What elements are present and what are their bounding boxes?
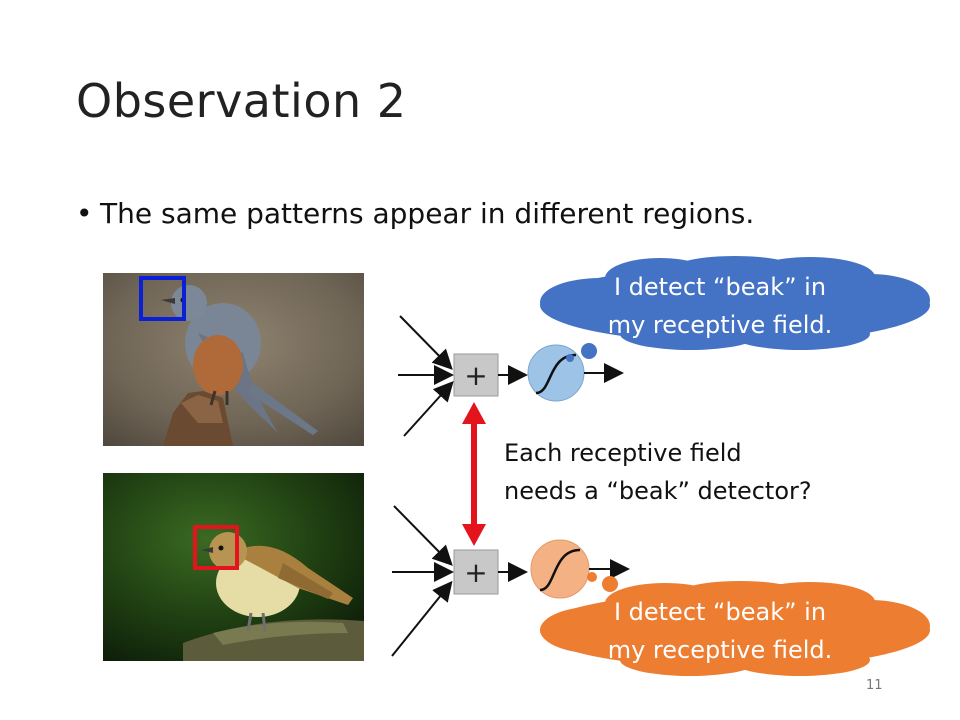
top-bird-photo — [103, 273, 364, 446]
bottom-cloud-line2: my receptive field. — [607, 636, 833, 664]
top-plus-symbol: + — [464, 359, 487, 392]
bullet-text: The same patterns appear in different re… — [100, 197, 755, 230]
top-plus-node-icon — [453, 353, 499, 397]
middle-note: Each receptive field needs a “beak” dete… — [504, 434, 812, 510]
bottom-plus-symbol: + — [464, 556, 487, 589]
top-cloud-text: I detect “beak” in my receptive field. — [580, 268, 860, 344]
bottom-cloud-line1: I detect “beak” in — [613, 598, 827, 626]
top-input-arrows — [398, 315, 454, 437]
bottom-input-arrows — [391, 505, 454, 657]
page-number: 11 — [866, 678, 883, 693]
slide-title: Observation 2 — [76, 74, 407, 128]
bullet-point: •The same patterns appear in different r… — [76, 197, 754, 230]
bottom-thought-cloud — [540, 581, 930, 676]
top-thought-cloud — [540, 256, 930, 350]
bottom-bird-photo — [103, 473, 364, 661]
bottom-sigmoid-neuron-icon — [530, 539, 590, 599]
top-cloud-line2: my receptive field. — [607, 311, 833, 339]
middle-note-line1: Each receptive field — [504, 439, 742, 467]
double-arrow-icon — [462, 402, 486, 546]
bullet-dot-icon: • — [76, 197, 93, 230]
middle-note-line2: needs a “beak” detector? — [504, 477, 812, 505]
top-cloud-line1: I detect “beak” in — [613, 273, 827, 301]
bottom-cloud-text: I detect “beak” in my receptive field. — [580, 593, 860, 669]
bottom-plus-node-icon — [453, 549, 499, 595]
